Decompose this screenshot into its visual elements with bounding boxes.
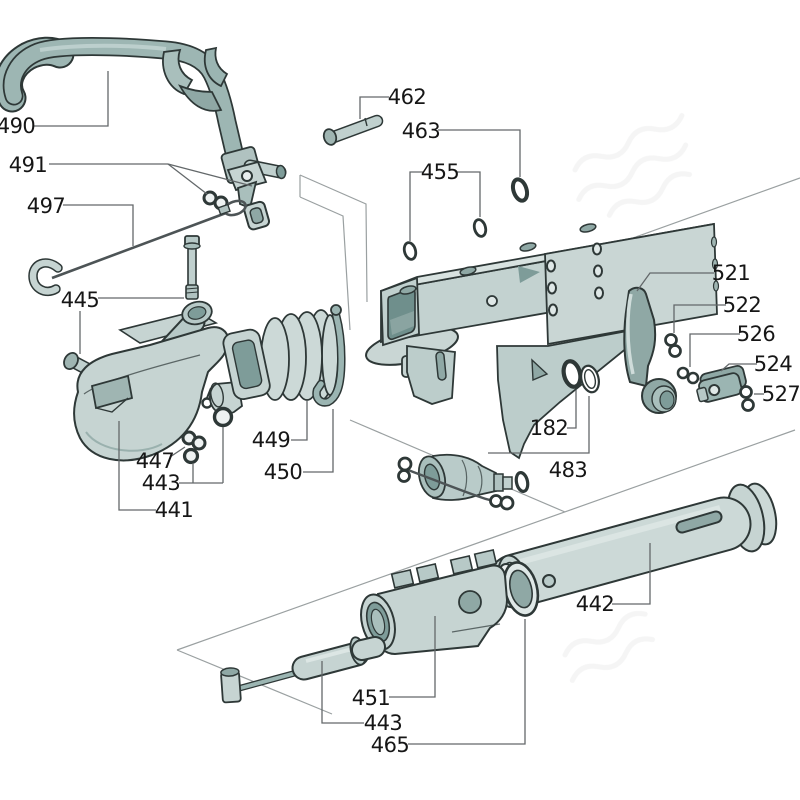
part-label-441: 441	[154, 498, 194, 522]
part-label-443-lower: 443	[363, 711, 403, 735]
part-label-490: 490	[0, 114, 36, 138]
part-label-491: 491	[8, 153, 48, 177]
plate-edge-holes	[710, 236, 720, 292]
ring-443-upper	[212, 406, 234, 428]
part-label-463: 463	[401, 119, 441, 143]
part-label-451: 451	[351, 686, 391, 710]
part-label-497: 497	[26, 194, 66, 218]
hook-rod-450	[312, 304, 346, 407]
lever-521	[623, 286, 677, 414]
rings-447	[181, 430, 207, 451]
hinge-rings-491	[202, 190, 229, 211]
part-label-447: 447	[135, 449, 175, 473]
handle-490	[0, 36, 244, 162]
part-label-449: 449	[251, 428, 291, 452]
housing-plate-holes	[546, 242, 604, 317]
handle-pivot-assembly	[220, 146, 287, 210]
washer-463	[510, 177, 530, 203]
housing-top-holes	[399, 223, 597, 295]
part-label-524: 524	[753, 352, 793, 376]
part-label-527: 527	[761, 382, 800, 406]
part-label-443-upper: 443	[141, 471, 181, 495]
part-label-483: 483	[548, 458, 588, 482]
part-label-465: 465	[370, 733, 410, 757]
rings-527	[739, 385, 755, 412]
damper-cartridge-483	[397, 453, 530, 511]
part-label-462: 462	[387, 85, 427, 109]
part-label-442: 442	[575, 592, 615, 616]
watermark	[562, 113, 693, 683]
washers-526	[676, 366, 700, 385]
panel-wireframe	[176, 174, 800, 715]
rings-522	[664, 333, 682, 358]
breakaway-cable-497	[28, 199, 247, 297]
part-label-455: 455	[420, 160, 460, 184]
washers-182-483	[561, 359, 600, 394]
block-524	[696, 364, 747, 403]
part-label-450: 450	[263, 460, 303, 484]
part-label-526: 526	[736, 322, 776, 346]
main-housing	[365, 222, 720, 460]
bolt-445-vertical	[183, 235, 201, 300]
pin-462	[322, 114, 384, 146]
coupling-head-441	[73, 300, 230, 462]
seal-465	[502, 561, 540, 617]
leader-lines	[33, 71, 764, 745]
o-rings-455	[402, 218, 488, 261]
shock-absorber-443	[220, 636, 386, 704]
part-label-182: 182	[529, 416, 569, 440]
part-label-521: 521	[711, 261, 751, 285]
keeper-plate-491	[243, 200, 271, 231]
sleeve-451	[360, 548, 509, 656]
part-label-522: 522	[722, 293, 762, 317]
ring-443-lower	[182, 447, 200, 465]
part-label-445: 445	[60, 288, 100, 312]
bellows-449	[222, 309, 339, 401]
